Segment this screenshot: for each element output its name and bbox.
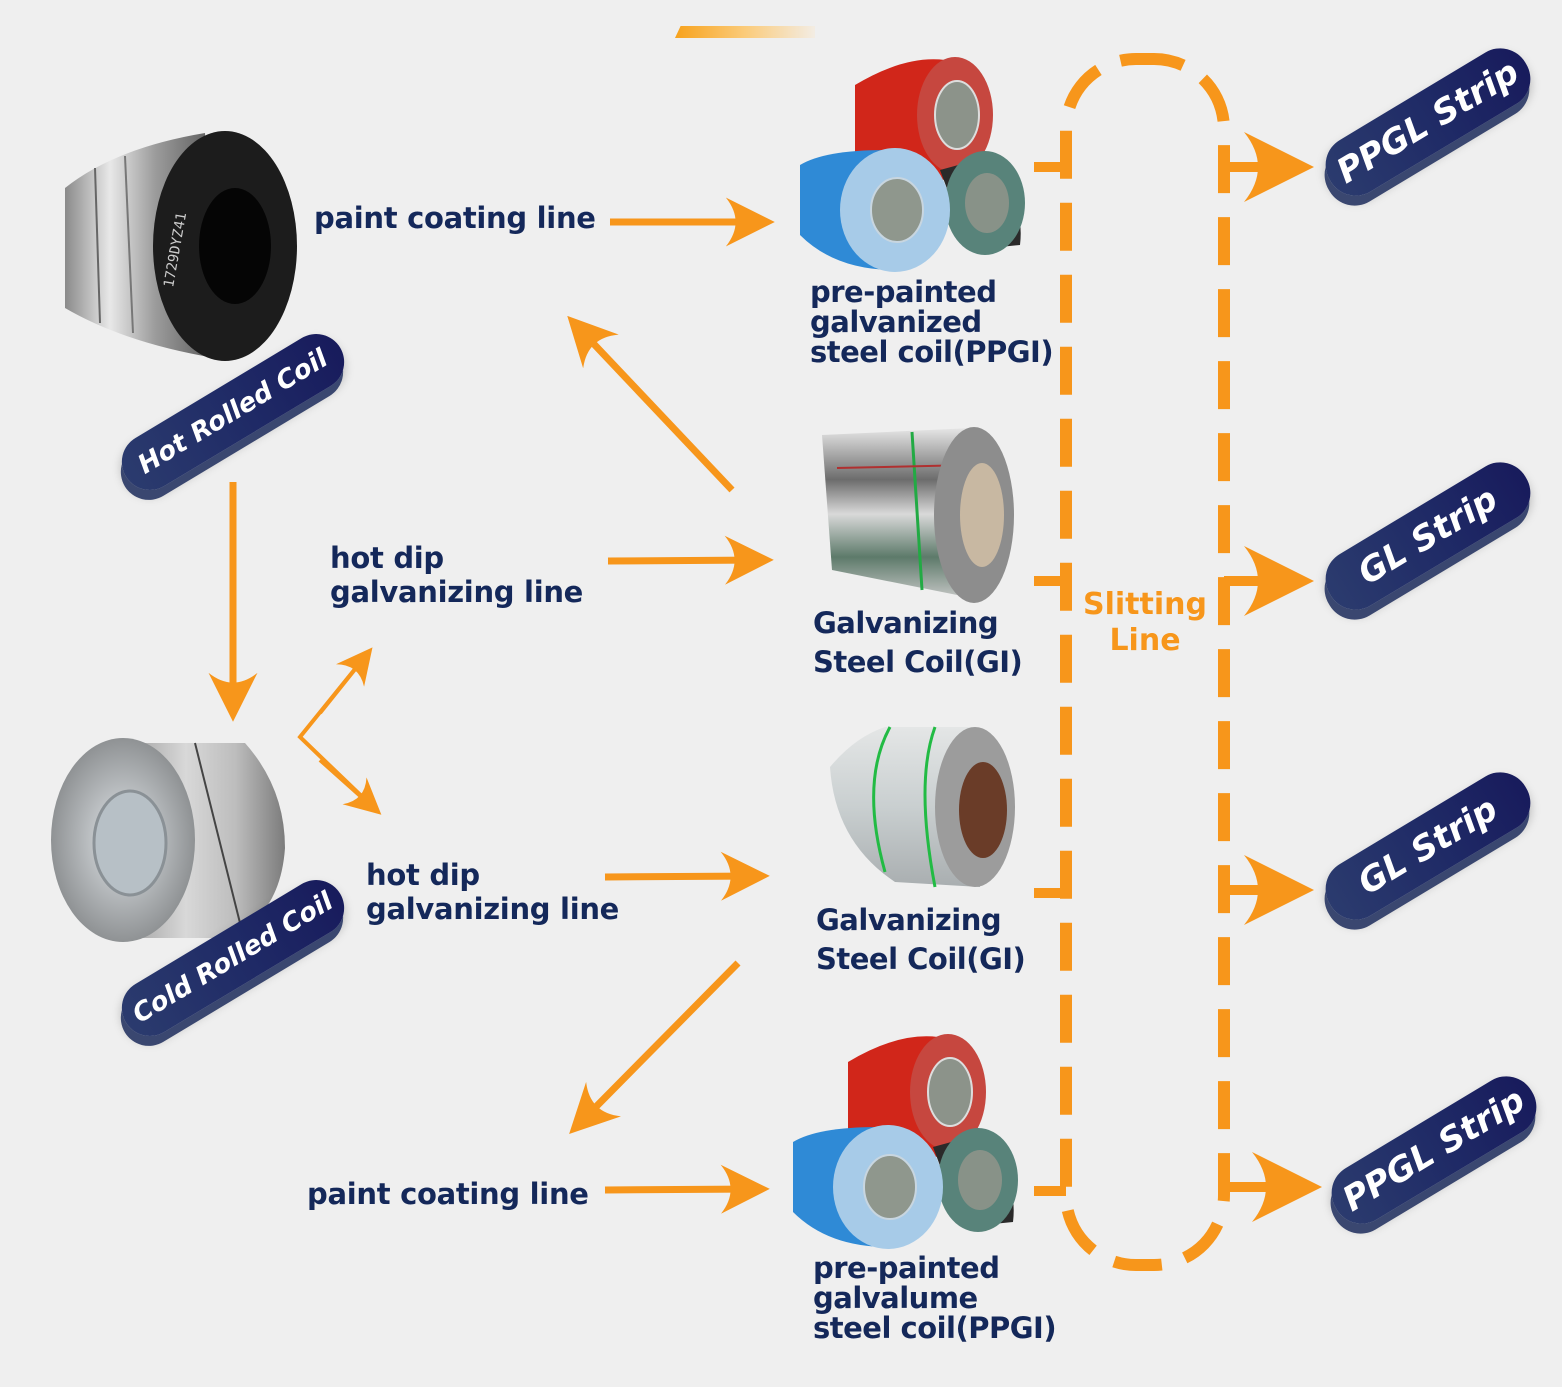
decorative-top-bar [675, 26, 815, 38]
process-paint-coating-bottom: paint coating line [307, 1177, 589, 1211]
gi-coil-image-1 [822, 427, 1014, 603]
product-line: pre-painted [810, 275, 997, 309]
slitting-line-box [1060, 53, 1230, 1271]
product-line: steel coil(PPGI) [810, 335, 1054, 369]
ppgl-coils-image [793, 1034, 1018, 1249]
product-line: pre-painted [813, 1251, 1000, 1285]
gi-coil-image-2 [830, 726, 1015, 888]
cold-rolled-coil-image [51, 738, 285, 942]
product-line: Galvanizing [813, 606, 999, 640]
arrow-paint-bottom [604, 1164, 770, 1214]
product-line: galvanized [810, 305, 982, 339]
process-paint-coating-top: paint coating line [314, 201, 596, 235]
slitting-line-label: Slitting Line [1075, 587, 1215, 659]
process-hot-dip-galvanizing-top: hot dip galvanizing line [330, 541, 583, 609]
ppgi-coils-image [800, 57, 1025, 272]
process-line-1: hot dip [330, 541, 444, 575]
process-line-2: galvanizing line [366, 892, 620, 926]
process-line-2: galvanizing line [330, 575, 584, 609]
product-label-ppgi: pre-painted galvanized steel coil(PPGI) [810, 275, 1054, 369]
arrow-gi-to-ppgl [569, 960, 741, 1134]
product-label-ppgl: pre-painted galvalume steel coil(PPGI) [813, 1251, 1057, 1345]
product-line: Steel Coil(GI) [813, 645, 1023, 679]
product-label-gi-1: Galvanizing Steel Coil(GI) [813, 604, 1023, 682]
process-hot-dip-galvanizing-bottom: hot dip galvanizing line [366, 858, 619, 926]
arrow-gi-to-ppgi [567, 315, 735, 493]
product-line: steel coil(PPGI) [813, 1311, 1057, 1345]
product-line: galvalume [813, 1281, 978, 1315]
product-line: Galvanizing [816, 903, 1002, 937]
slitting-line-text-2: Line [1109, 623, 1181, 658]
process-line-1: hot dip [366, 858, 480, 892]
product-line: Steel Coil(GI) [816, 942, 1026, 976]
hot-rolled-coil-image: 1729DYZ41 [65, 131, 297, 361]
slitting-line-text-1: Slitting [1083, 587, 1207, 622]
arrow-hdg-bottom [604, 851, 770, 901]
product-label-gi-2: Galvanizing Steel Coil(GI) [816, 901, 1026, 979]
arrow-cold-split [297, 651, 378, 812]
arrow-hdg-top [607, 535, 774, 585]
